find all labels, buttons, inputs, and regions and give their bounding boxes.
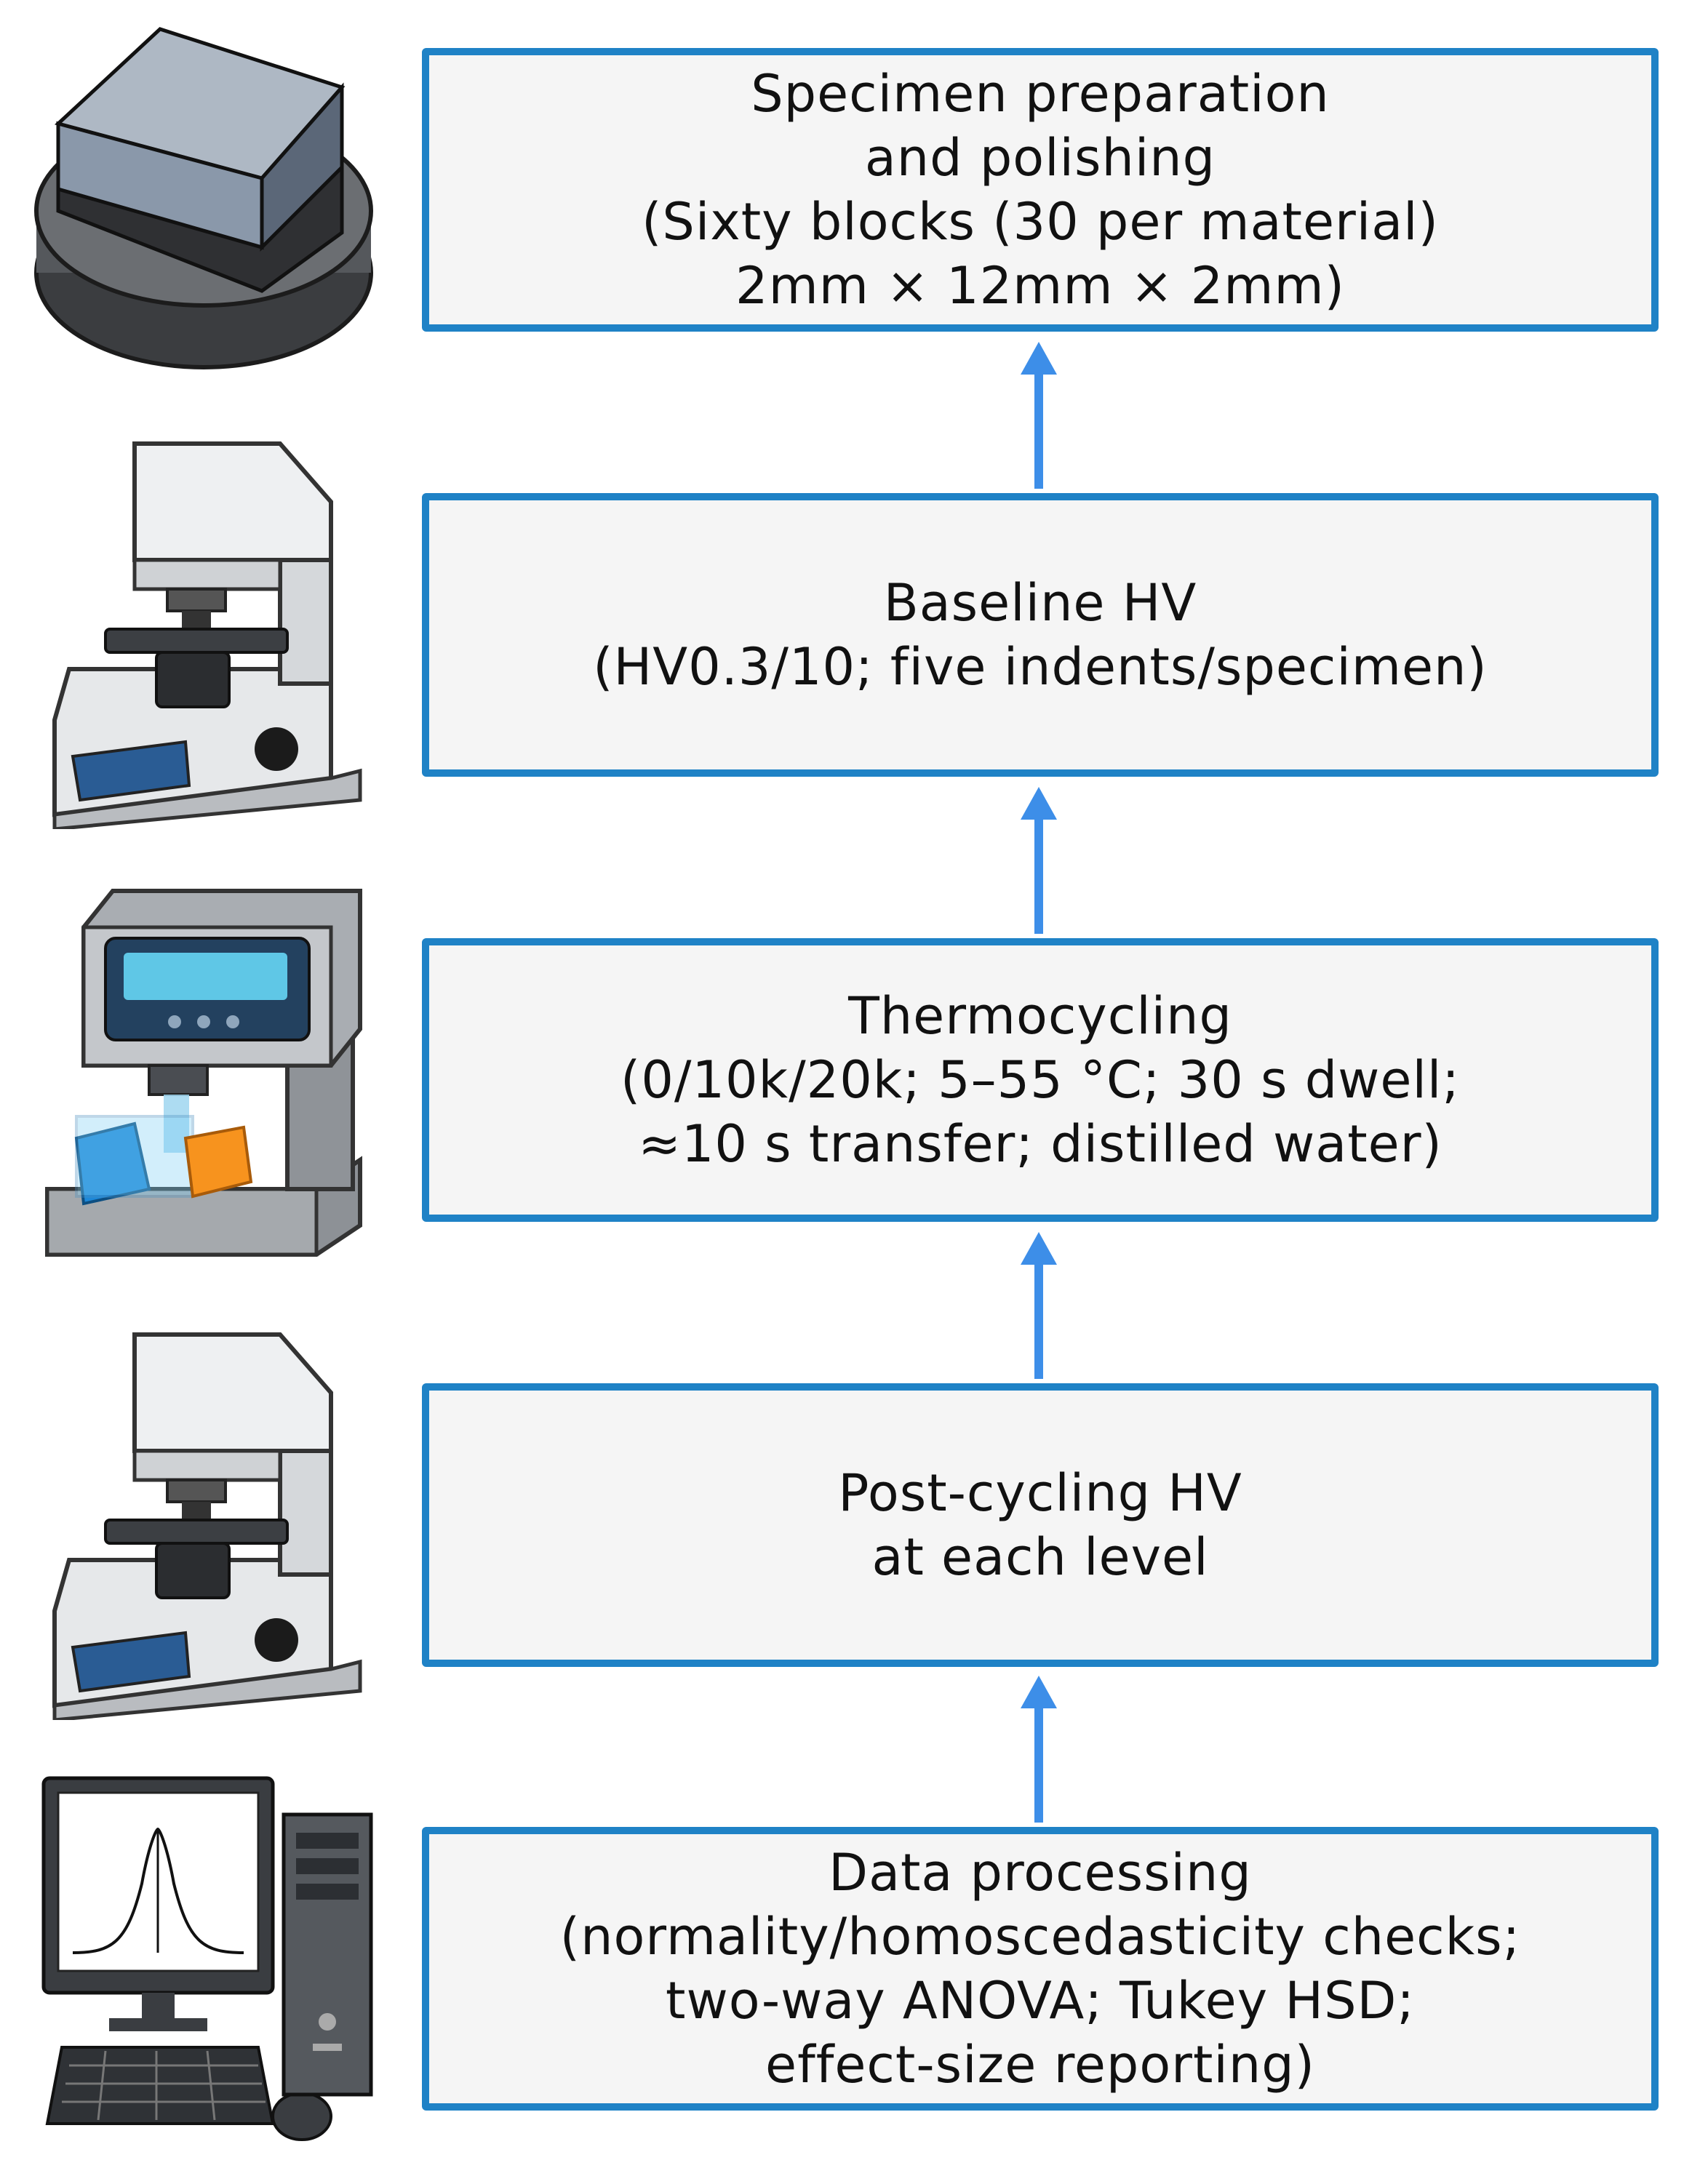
step-text-line: (Sixty blocks (30 per material)	[642, 192, 1439, 252]
step-data-processing: Data processing (normality/homoscedastic…	[422, 1827, 1659, 2111]
step-text-line: (HV0.3/10; five indents/specimen)	[593, 637, 1488, 697]
step-text-line: Post-cycling HV	[838, 1463, 1242, 1523]
hardness-tester-icon	[40, 1327, 367, 1720]
thermocycler-icon	[40, 884, 367, 1262]
step-text-line: Specimen preparation	[751, 64, 1330, 124]
step-text-line: Thermocycling	[848, 986, 1232, 1046]
hardness-tester-icon	[40, 436, 367, 829]
step-text-line: effect-size reporting)	[765, 2035, 1315, 2095]
step-text-line: two-way ANOVA; Tukey HSD;	[666, 1971, 1415, 2031]
flow-arrow	[1021, 1232, 1057, 1379]
flow-arrow	[1021, 342, 1057, 489]
flow-arrow	[1021, 1676, 1057, 1823]
step-text-line: and polishing	[864, 128, 1216, 188]
step-text-line: (0/10k/20k; 5–55 °C; 30 s dwell;	[620, 1050, 1460, 1110]
step-text-line: (normality/homoscedasticity checks;	[559, 1907, 1521, 1967]
step-text-line: at each level	[871, 1527, 1209, 1587]
step-text-line: Data processing	[829, 1843, 1252, 1903]
step-specimen-preparation: Specimen preparation and polishing (Sixt…	[422, 48, 1659, 332]
step-post-cycling-hv: Post-cycling HV at each level	[422, 1383, 1659, 1667]
flow-arrow	[1021, 787, 1057, 934]
step-text-line: ≈10 s transfer; distilled water)	[638, 1114, 1442, 1174]
step-text-line: 2mm × 12mm × 2mm)	[735, 256, 1345, 316]
step-text-line: Baseline HV	[883, 573, 1197, 633]
computer-icon	[40, 1775, 389, 2145]
step-thermocycling: Thermocycling (0/10k/20k; 5–55 °C; 30 s …	[422, 938, 1659, 1222]
step-baseline-hv: Baseline HV (HV0.3/10; five indents/spec…	[422, 493, 1659, 777]
specimen-block-icon	[29, 15, 386, 378]
